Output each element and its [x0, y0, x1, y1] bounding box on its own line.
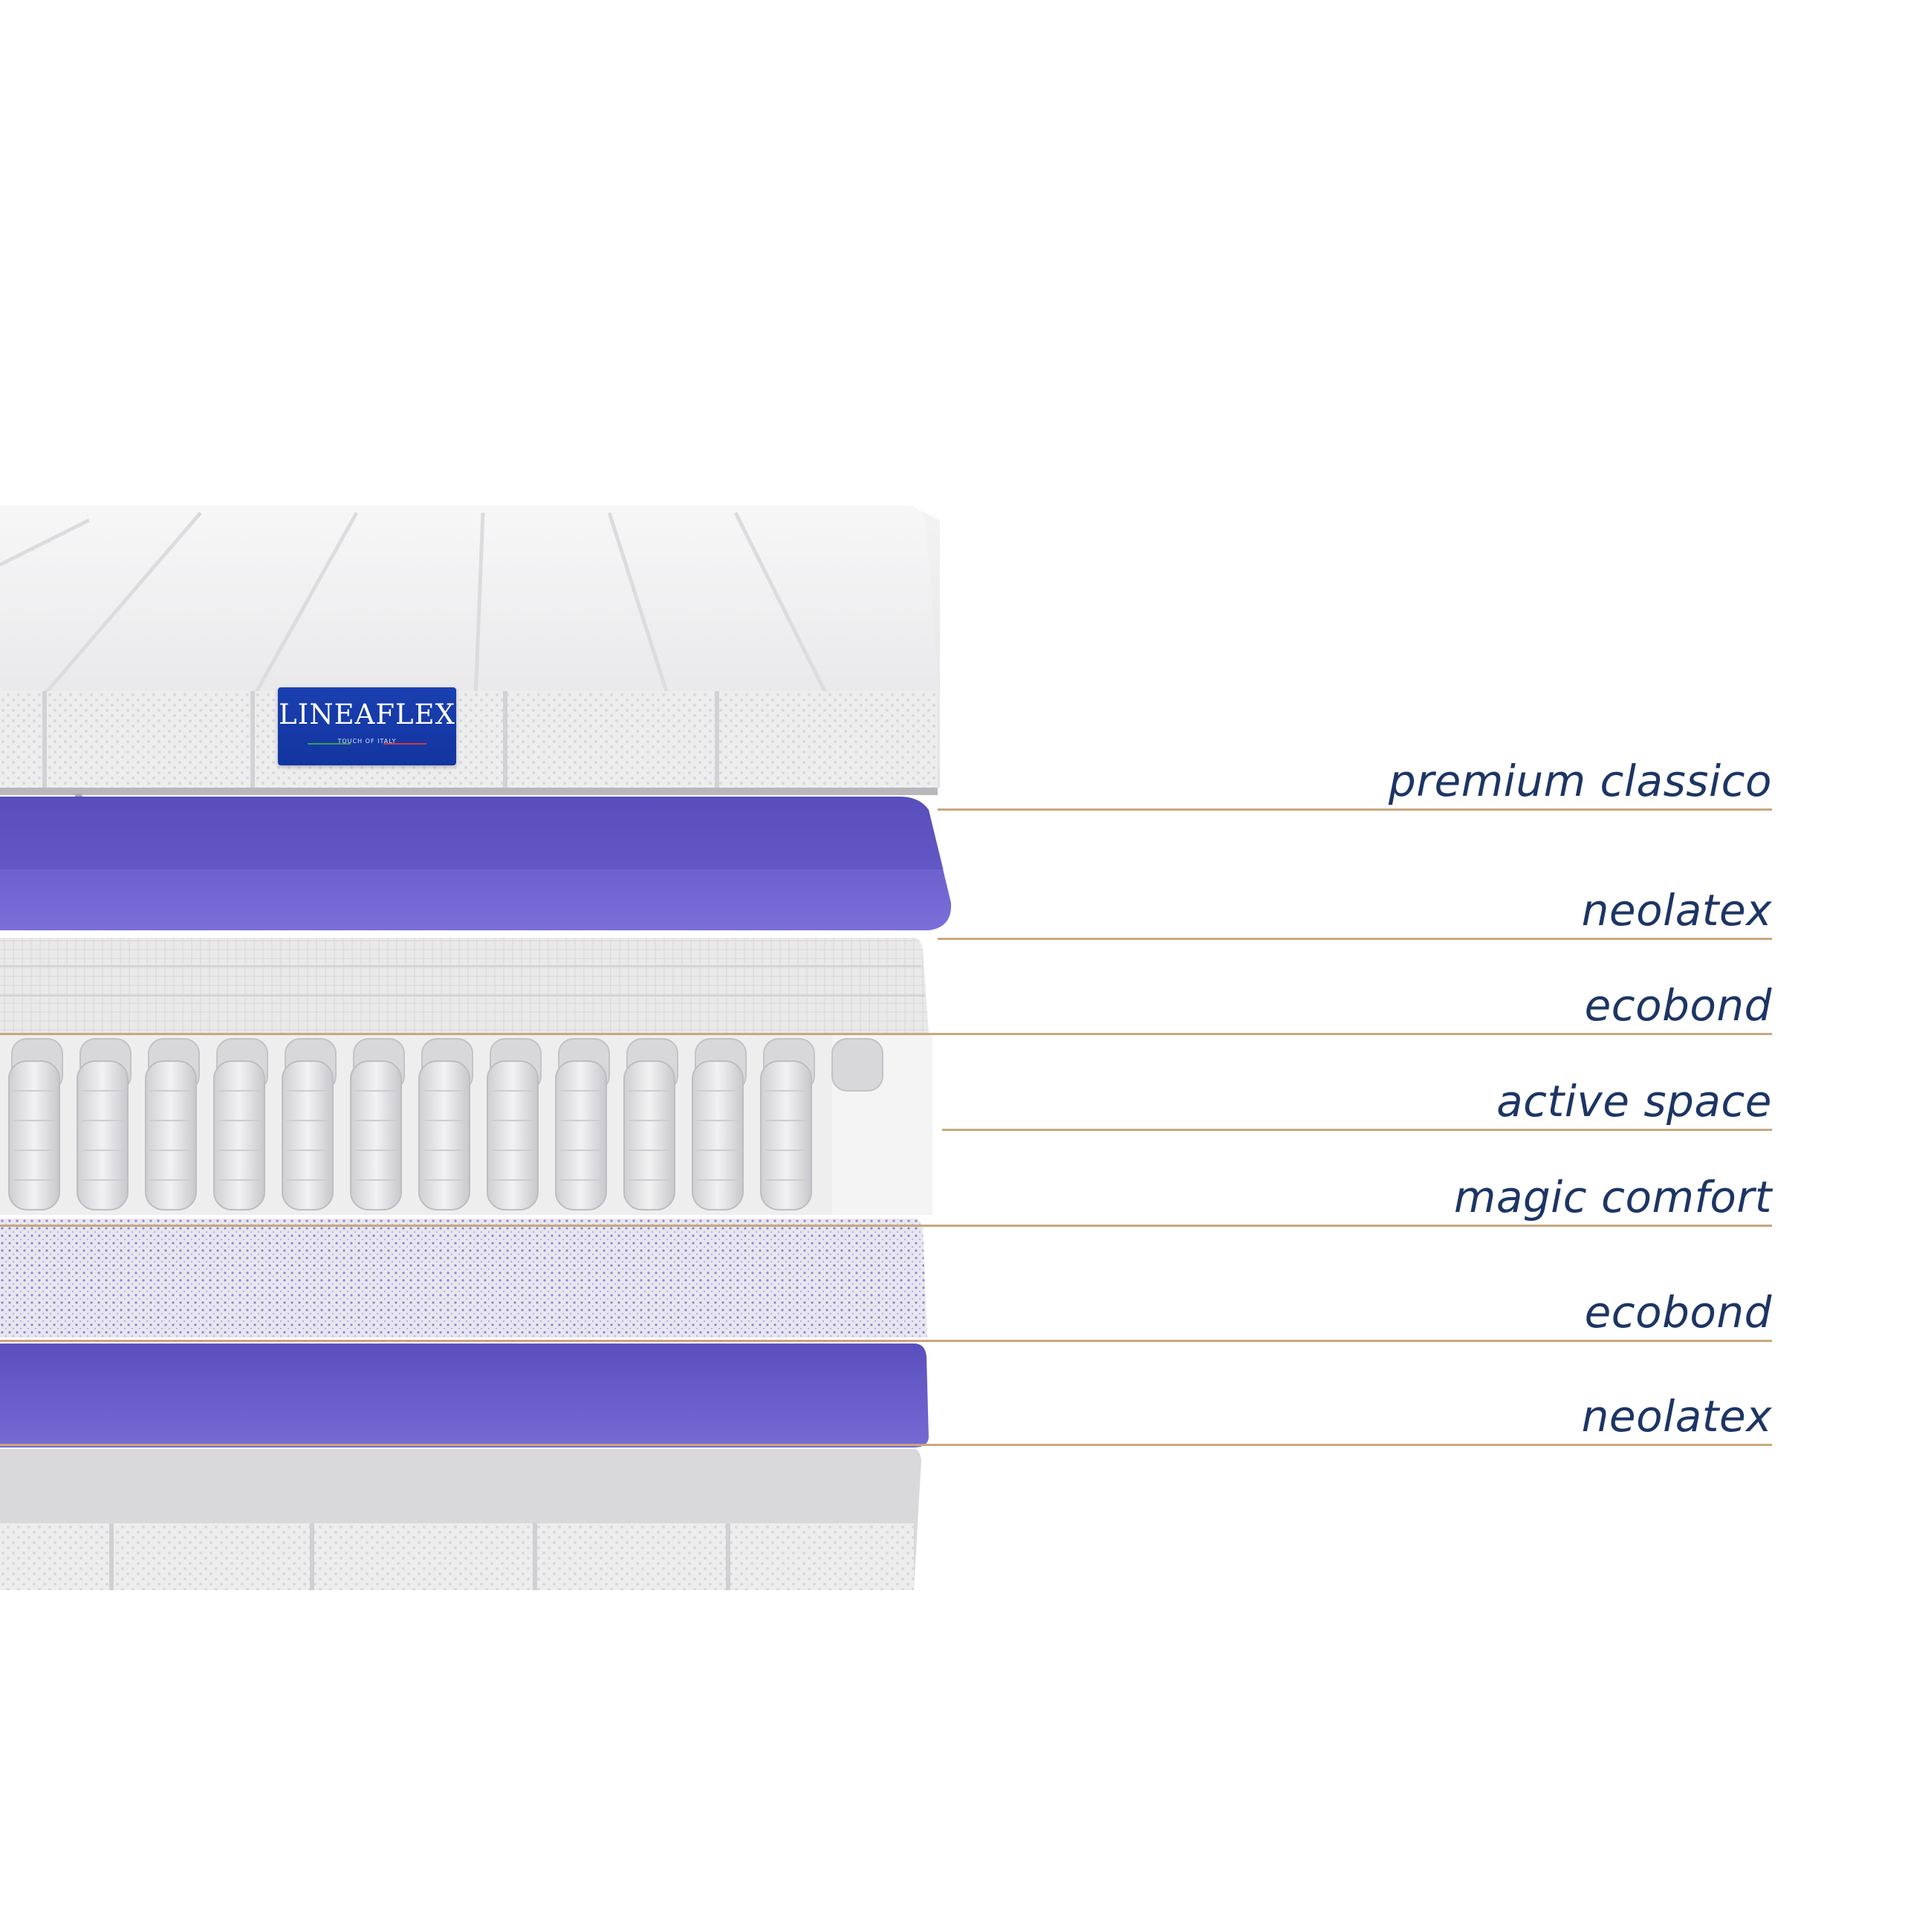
flag-green-rule [308, 743, 351, 745]
spring-coil [77, 1060, 129, 1210]
layer-label-neolatex-bottom: neolatex [1581, 1391, 1772, 1442]
leader-line-premium-classico [938, 808, 1772, 811]
neolatex-bottom-layer [0, 1343, 929, 1448]
layer-label-active-space: active space [1496, 1076, 1772, 1127]
spring-coil [487, 1060, 539, 1210]
ecobond-top-layer [0, 938, 929, 1033]
leader-line-neolatex-top [938, 938, 1772, 940]
spring-coil [350, 1060, 402, 1210]
brand-label: LINEAFLEX TOUCH OF ITALY [278, 687, 456, 765]
layer-label-ecobond-bottom: ecobond [1584, 1287, 1772, 1338]
brand-tagline: TOUCH OF ITALY [337, 738, 397, 745]
magic-comfort-layer [0, 1219, 927, 1338]
spring-coil [8, 1060, 60, 1210]
flag-red-rule [383, 743, 426, 745]
layer-label-ecobond-top: ecobond [1584, 980, 1772, 1031]
zipper-seam [0, 788, 938, 795]
leader-line-magic-comfort [0, 1225, 1772, 1227]
spring-coil [692, 1060, 744, 1210]
top-cover-side-band [0, 691, 938, 788]
spring-coil [213, 1060, 265, 1210]
spring-coil-back [831, 1038, 883, 1092]
leader-line-ecobond-top [0, 1033, 1772, 1035]
spring-coil [555, 1060, 607, 1210]
layer-label-premium-classico: premium classico [1388, 756, 1772, 806]
leader-line-ecobond-bottom [0, 1340, 1772, 1342]
spring-coil [282, 1060, 334, 1210]
layer-label-neolatex-top: neolatex [1581, 885, 1772, 936]
top-cover-top-face [0, 505, 940, 698]
leader-line-active-space [942, 1129, 1772, 1131]
spring-coil [145, 1060, 197, 1210]
leader-line-neolatex-bottom [0, 1444, 1772, 1446]
spring-coil [760, 1060, 812, 1210]
brand-name: LINEAFLEX [279, 698, 455, 730]
spring-coil [623, 1060, 675, 1210]
layer-label-magic-comfort: magic comfort [1453, 1172, 1772, 1222]
spring-coil [418, 1060, 470, 1210]
neolatex-top-layer [0, 797, 952, 930]
pocket-spring-coils [8, 1038, 883, 1210]
bottom-cover-side-band [0, 1523, 914, 1590]
